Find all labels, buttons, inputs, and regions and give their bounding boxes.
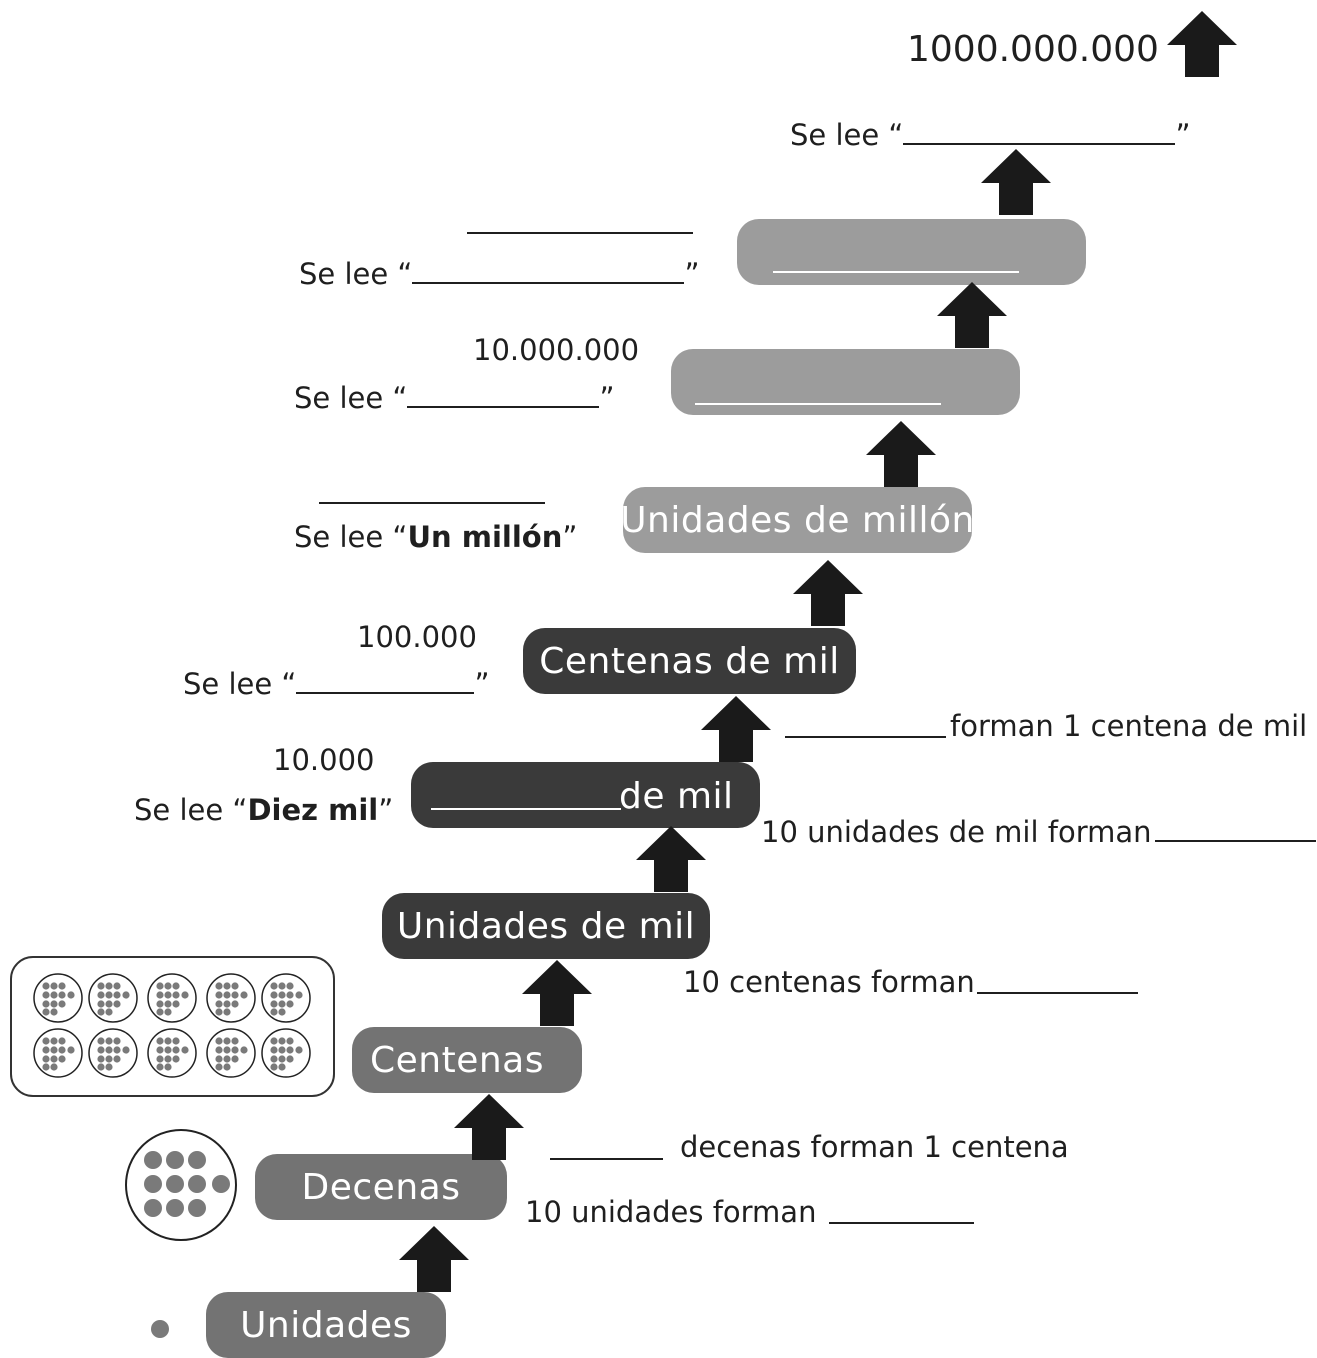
statement-forman-centena-mil: forman 1 centena de mil: [950, 709, 1308, 743]
level-unidades: Unidades: [206, 1292, 446, 1358]
answer-blank[interactable]: [319, 502, 545, 504]
answer-blank[interactable]: [829, 1222, 974, 1224]
level-label: Centenas de mil: [539, 640, 840, 682]
answer-blank[interactable]: [1155, 840, 1316, 842]
level-label: Unidades de mil: [396, 905, 696, 947]
level-unidades-de-mil: Unidades de mil: [382, 893, 710, 959]
level-blank-1: [671, 349, 1020, 415]
answer-blank[interactable]: [407, 405, 600, 408]
read-un-millon: Se lee “Un millón”: [294, 520, 578, 554]
level-blank-2: [737, 219, 1086, 285]
level-centenas: Centenas: [352, 1027, 582, 1093]
number-diez-millones: 10.000.000: [473, 333, 640, 367]
read-cien-millones: Se lee “”: [299, 257, 700, 291]
read-diez-mil: Se lee “Diez mil”: [134, 793, 394, 827]
number-cien-mil: 100.000: [357, 620, 477, 654]
read-cien-mil: Se lee “”: [183, 667, 490, 701]
up-arrow-icon: [522, 960, 592, 1026]
up-arrow-icon: [1167, 11, 1237, 77]
statement-centenas-forman: 10 centenas forman: [683, 965, 975, 999]
number-diez-mil: 10.000: [273, 743, 375, 777]
up-arrow-icon: [636, 826, 706, 892]
level-unidades-de-millon: Unidades de millón: [620, 487, 975, 553]
white-blank: [431, 808, 621, 810]
answer-blank[interactable]: [977, 992, 1138, 994]
up-arrow-icon: [937, 282, 1007, 348]
answer-blank[interactable]: [903, 142, 1176, 145]
white-blank: [695, 403, 941, 405]
level-label: Unidades: [240, 1304, 412, 1346]
level-centenas-de-mil: Centenas de mil: [523, 628, 856, 694]
ten-dots-icon: [124, 1128, 238, 1246]
level-label: de mil: [619, 776, 734, 817]
statement-decenas-forman: decenas forman 1 centena: [680, 1130, 1069, 1164]
level-label: Centenas: [370, 1039, 544, 1081]
hundred-dots-icon: [10, 956, 336, 1102]
dot-icon: [151, 1320, 169, 1338]
up-arrow-icon: [866, 421, 936, 487]
statement-unidades-forman: 10 unidades forman: [525, 1195, 817, 1229]
level-label: Decenas: [301, 1166, 461, 1208]
answer-blank[interactable]: [412, 281, 685, 284]
answer-blank[interactable]: [785, 736, 946, 738]
statement-unidades-mil-forman: 10 unidades de mil forman: [761, 815, 1152, 849]
read-mil-millones: Se lee “”: [790, 118, 1191, 152]
up-arrow-icon: [399, 1226, 469, 1292]
up-arrow-icon: [454, 1094, 524, 1160]
answer-blank[interactable]: [467, 232, 693, 234]
white-blank: [773, 271, 1019, 273]
top-number: 1000.000.000: [907, 29, 1159, 70]
read-diez-millones: Se lee “”: [294, 381, 615, 415]
up-arrow-icon: [793, 560, 863, 626]
up-arrow-icon: [981, 149, 1051, 215]
up-arrow-icon: [701, 696, 771, 762]
answer-blank[interactable]: [550, 1158, 663, 1160]
level-decenas-de-mil: de mil: [411, 762, 760, 828]
level-decenas: Decenas: [255, 1154, 507, 1220]
level-label: Unidades de millón: [620, 499, 975, 541]
answer-blank[interactable]: [296, 691, 475, 694]
